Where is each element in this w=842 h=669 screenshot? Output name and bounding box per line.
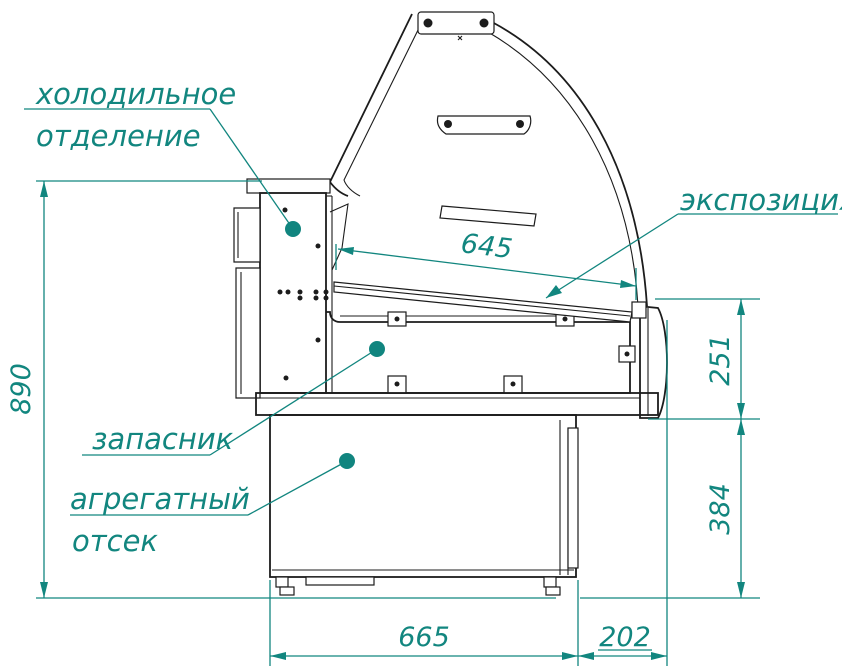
dim-base-width: 665 bbox=[398, 622, 450, 653]
label-unit-1: агрегатный bbox=[70, 482, 250, 516]
display-shelf bbox=[333, 281, 633, 323]
cabinet-outline bbox=[233, 11, 668, 596]
dim-line-display-depth bbox=[337, 248, 637, 287]
curved-glass-inner bbox=[487, 31, 639, 307]
dim-display-depth: 645 bbox=[459, 228, 514, 265]
label-storage: запасник bbox=[92, 422, 234, 456]
label-unit-2: отсек bbox=[72, 524, 158, 558]
top-hinge-block bbox=[417, 11, 495, 35]
light-bar bbox=[439, 205, 537, 227]
curved-glass-outer bbox=[491, 21, 648, 307]
front-bumper bbox=[637, 305, 668, 419]
dim-overhang: 202 bbox=[599, 622, 651, 653]
leader-lines bbox=[24, 108, 838, 516]
panel-holes bbox=[277, 207, 329, 381]
machine-compartment bbox=[269, 414, 577, 578]
dimension-values: 890 645 251 384 665 202 bbox=[6, 228, 736, 653]
marker-storage bbox=[369, 341, 385, 357]
dim-lower-height: 384 bbox=[705, 483, 736, 535]
rear-box-lower bbox=[235, 267, 261, 399]
dimension-lines bbox=[36, 180, 760, 666]
dim-upper-height: 251 bbox=[705, 334, 736, 386]
rear-glass bbox=[328, 13, 413, 197]
adjustable-feet bbox=[275, 576, 561, 596]
dim-total-height: 890 bbox=[6, 363, 37, 415]
upper-bracket bbox=[436, 115, 532, 135]
annotation-labels: холодильное отделение запасник агрегатны… bbox=[35, 77, 842, 558]
marker-cold-compartment bbox=[285, 221, 301, 237]
rear-box-upper bbox=[233, 207, 261, 263]
marker-unit bbox=[339, 453, 355, 469]
label-cold-compartment-1: холодильное bbox=[35, 77, 236, 111]
label-cold-compartment-2: отделение bbox=[36, 119, 201, 153]
storage-outline bbox=[326, 311, 631, 394]
label-display: экспозиция bbox=[680, 183, 842, 217]
case-base-plate bbox=[255, 392, 659, 416]
